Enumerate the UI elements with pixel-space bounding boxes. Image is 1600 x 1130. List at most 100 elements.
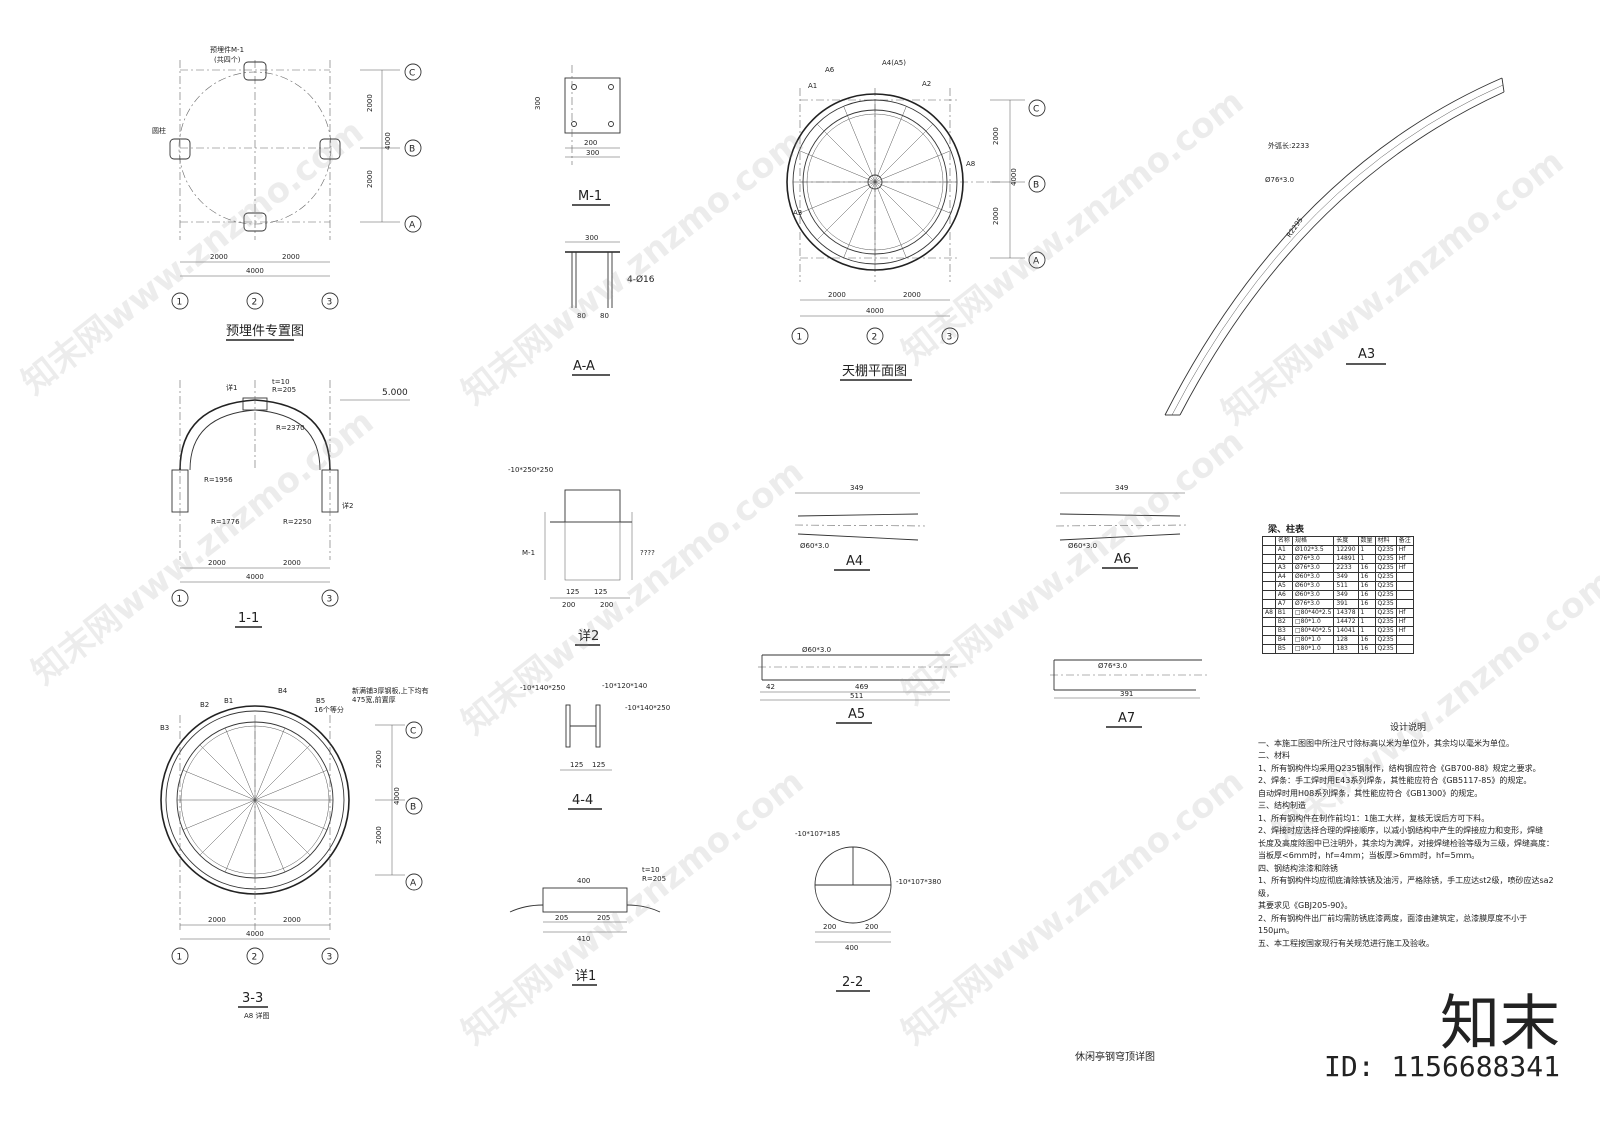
detail2-note: ???? [640, 549, 655, 557]
bom-group-cell [1262, 554, 1276, 564]
m1-dim-200: 200 [584, 139, 597, 147]
radial-rib [874, 106, 907, 183]
bom-cell: 1 [1357, 554, 1376, 564]
axis-a: A [409, 221, 416, 231]
bom-group-cell [1262, 599, 1276, 609]
sec22-plate-a: -10*107*185 [795, 830, 840, 838]
bom-header-cell: 名称 [1274, 536, 1293, 546]
section-44-view: -10*140*250 -10*120*140 -10*140*250 125 … [520, 682, 670, 810]
bom-cell: Ø60*3.0 [1291, 581, 1335, 591]
a3-pipe-label: Ø76*3.0 [1265, 176, 1294, 184]
canopy-plan-title: 天棚平面图 [842, 364, 907, 379]
canopy-dim-2000-b: 2000 [903, 291, 921, 299]
bom-group-cell [1262, 617, 1276, 627]
bom-header-cell: 长度 [1333, 536, 1359, 546]
radial-rib [799, 181, 876, 214]
bom-cell [1395, 599, 1414, 609]
bom-cell: 16 [1357, 572, 1376, 582]
bom-cell: 12290 [1333, 545, 1359, 555]
sec22-dim-400: 400 [845, 944, 858, 952]
a7-title: A7 [1118, 711, 1135, 726]
bom-cell: Q235 [1374, 644, 1397, 654]
sec22-title: 2-2 [842, 975, 863, 990]
bom-cell: B3 [1274, 626, 1293, 636]
canopy-label-a3: A3 [793, 209, 802, 217]
bom-cell: Ø60*3.0 [1291, 572, 1335, 582]
bom-header-cell: 材料 [1374, 536, 1397, 546]
a5-dim-469: 469 [855, 683, 868, 691]
detail1-r205: R=205 [642, 875, 666, 883]
canopy-label-a8: A8 [966, 160, 975, 168]
bom-cell: Hf [1395, 626, 1414, 636]
bom-cell: Ø76*3.0 [1291, 554, 1335, 564]
embed-label-column: 圆柱 [152, 126, 166, 135]
bom-cell: Q235 [1374, 608, 1397, 618]
radial-rib [874, 181, 907, 258]
sec44-plate-b: -10*120*140 [602, 682, 647, 690]
detail2-view: -10*250*250 M-1 ???? 200 200 125 125 详2 [508, 466, 655, 646]
bom-cell: 16 [1357, 599, 1376, 609]
notes-line: 其要求见《GBJ205-90》。 [1258, 901, 1353, 910]
bom-cell: 391 [1333, 599, 1359, 609]
sec11-dim-2000-b: 2000 [283, 559, 301, 567]
bom-group-cell [1262, 581, 1276, 591]
sec33-title: 3-3 [242, 991, 263, 1006]
sec44-dim-125b: 125 [592, 761, 605, 769]
a5-pipe: Ø60*3.0 [802, 646, 831, 654]
dim-2000-right: 2000 [282, 253, 300, 261]
canopy-dim-2000-a: 2000 [828, 291, 846, 299]
embed-plan-title: 预埋件专置图 [226, 324, 304, 339]
sec33-axis-1: 1 [177, 953, 183, 963]
a7-view: 391 Ø76*3.0 A7 [1050, 659, 1210, 728]
a4-pipe: Ø60*3.0 [800, 542, 829, 550]
notes-line: 1、所有钢构件在制作前均1：1施工大样，复核无误后方可下料。 [1258, 813, 1490, 823]
canopy-axis-b: B [1033, 181, 1039, 191]
bom-cell: 14891 [1333, 554, 1359, 564]
embed-label-count: (共四个) [214, 55, 241, 64]
bom-cell: 16 [1357, 563, 1376, 573]
detail2-dim-200a: 200 [562, 601, 575, 609]
sec11-dim-4000: 4000 [246, 573, 264, 581]
bom-cell: Hf [1395, 554, 1414, 564]
a3-arc-length: 外弧长:2233 [1268, 141, 1309, 150]
m1-view: 200 300 300 M-1 [534, 65, 621, 206]
bom-cell: 349 [1333, 590, 1359, 600]
radial-rib [224, 727, 256, 801]
bom-cell: B1 [1274, 608, 1293, 618]
radial-rib [224, 799, 256, 873]
radial-rib [843, 181, 876, 258]
aa-title: A-A [573, 359, 595, 374]
bom-cell: Hf [1395, 563, 1414, 573]
detail2-plate: -10*250*250 [508, 466, 553, 474]
detail1-dim-400: 400 [577, 877, 590, 885]
bom-cell [1395, 581, 1414, 591]
canopy-axis-3: 3 [947, 333, 953, 343]
a3-title: A3 [1358, 347, 1375, 362]
sec11-r205: R=205 [272, 386, 296, 394]
bom-cell: 16 [1357, 644, 1376, 654]
dim-2000-left: 2000 [210, 253, 228, 261]
bom-cell: Q235 [1374, 581, 1397, 591]
canopy-label-a6: A6 [825, 66, 835, 74]
detail2-dim-200b: 200 [600, 601, 613, 609]
canopy-axis-a: A [1033, 257, 1040, 267]
bom-cell: Q235 [1374, 635, 1397, 645]
aa-dim-80b: 80 [600, 312, 609, 320]
radial-rib [182, 769, 256, 801]
brand-logo: 知末 [1440, 989, 1560, 1059]
sec33-dim-2000-a: 2000 [208, 916, 226, 924]
bom-cell: A2 [1274, 554, 1293, 564]
notes-title: 设计说明 [1389, 723, 1426, 733]
sec11-detail2: 详2 [342, 501, 353, 510]
section-11-view: 5.000 详1 t=10 R=205 R=2370 R=1956 R=1776… [171, 378, 410, 628]
design-notes: 设计说明 一、本施工图图中所注尺寸除标高以米为单位外，其余均以毫米为单位。二、材… [1258, 722, 1558, 950]
sec11-axis-1: 1 [177, 595, 183, 605]
detail2-title: 详2 [578, 629, 599, 644]
bom-cell: B4 [1274, 635, 1293, 645]
sec33-b3: B3 [160, 724, 169, 732]
